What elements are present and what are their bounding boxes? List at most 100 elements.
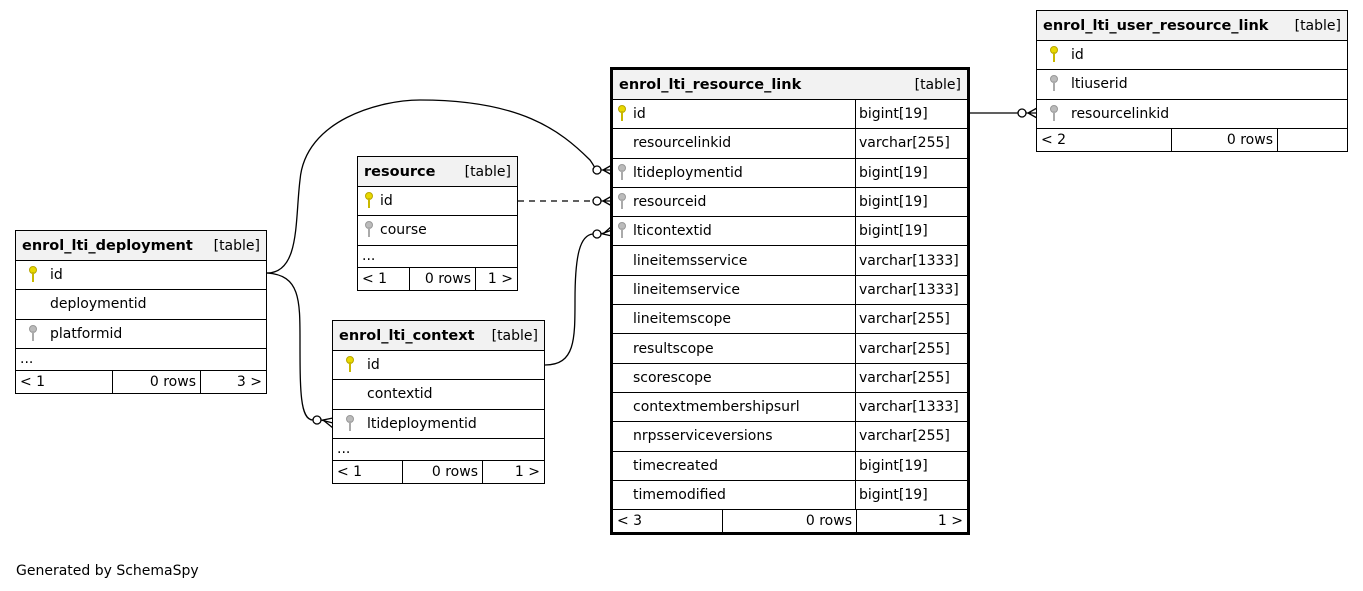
column-datatype: bigint[19] [855,451,967,480]
foreign-key-icon [29,324,37,343]
column-datatype: varchar[1333] [855,246,967,275]
foreign-key-icon [1050,104,1058,123]
column-name: resourcelinkid [633,135,732,152]
column-datatype: varchar[255] [855,422,967,451]
column-row[interactable]: nrpsserviceversions varchar[255] [613,422,967,452]
column-name: ltideploymentid [367,415,477,432]
parents-link[interactable]: < 3 [617,513,643,530]
column-name: scorescope [633,369,712,386]
link-end-circle [592,229,602,239]
column-name: id [1071,47,1084,64]
column-datatype: varchar[255] [855,334,967,363]
children-link[interactable] [1277,128,1347,151]
foreign-key-icon [618,193,626,211]
link-end-circle [592,165,602,175]
column-row[interactable]: lineitemscope varchar[255] [613,305,967,335]
column-row[interactable]: lineitemservice varchar[1333] [613,275,967,306]
link-end-circle [1017,108,1027,118]
column-name: deploymentid [50,296,147,313]
column-name: id [633,106,646,123]
column-row[interactable]: resourcelinkid [1037,100,1347,129]
primary-key-icon [1050,46,1058,64]
link-end-circle [592,196,602,206]
foreign-key-icon [1050,75,1058,93]
column-name: resourcelinkid [1071,105,1170,122]
table-type: [table] [1294,17,1341,34]
table-type: [table] [914,76,961,93]
row-count: 0 rows [402,460,482,483]
column-row[interactable]: id bigint[19] [613,100,967,130]
column-datatype: bigint[19] [855,187,967,217]
table-resource[interactable]: resource [table] id course ... < 1 0 row… [357,156,518,291]
parents-link[interactable]: < 1 [337,463,363,480]
link-crowfoot [320,417,334,429]
column-row[interactable]: deploymentid [16,290,266,320]
table-name: resource [364,163,436,180]
more-columns: ... [358,246,517,268]
column-datatype: varchar[1333] [855,275,967,305]
generated-by-label: Generated by SchemaSpy [16,563,199,579]
column-row[interactable]: id [16,261,266,291]
column-row[interactable]: contextid [333,380,544,410]
foreign-key-icon [365,221,373,239]
table-type: [table] [491,327,538,344]
column-name: platformid [50,325,123,342]
column-name: resourceid [633,194,707,211]
table-footer: < 2 0 rows [1037,128,1347,151]
column-name: ltideploymentid [633,164,743,181]
more-columns: ... [16,349,266,371]
children-link[interactable]: 1 > [475,267,517,290]
column-datatype: varchar[255] [855,305,967,334]
foreign-key-icon [618,222,626,240]
column-row[interactable]: ltiuserid [1037,70,1347,100]
table-footer: < 1 0 rows 1 > [333,460,544,483]
column-name: resultscope [633,340,714,357]
primary-key-icon [346,356,354,374]
column-name: id [380,193,393,210]
column-row[interactable]: course [358,216,517,246]
column-name: contextmembershipsurl [633,399,800,416]
table-enrol-lti-deployment[interactable]: enrol_lti_deployment [table] id deployme… [15,230,267,394]
parents-link[interactable]: < 1 [362,270,388,287]
column-name: id [367,357,380,374]
column-name: lineitemscope [633,311,731,328]
parents-link[interactable]: < 2 [1041,131,1067,148]
link-deployment-to-context [266,272,314,421]
parents-link[interactable]: < 1 [20,373,46,390]
column-row[interactable]: resultscope varchar[255] [613,334,967,364]
table-type: [table] [464,163,511,180]
column-name: nrpsserviceversions [633,428,773,445]
link-crowfoot [1026,107,1038,119]
table-enrol-lti-user-resource-link[interactable]: enrol_lti_user_resource_link [table] id … [1036,10,1348,152]
table-name: enrol_lti_user_resource_link [1043,17,1269,34]
column-row[interactable]: id [333,351,544,381]
table-footer: < 3 0 rows 1 > [613,510,967,533]
column-datatype: bigint[19] [855,217,967,246]
table-type: [table] [213,237,260,254]
column-row[interactable]: ltideploymentid [333,410,544,439]
table-footer: < 1 0 rows 1 > [358,267,517,290]
children-link[interactable]: 3 > [200,370,266,393]
column-name: lineitemservice [633,281,741,298]
column-row[interactable]: resourceid bigint[19] [613,187,967,218]
column-row[interactable]: id [1037,41,1347,71]
children-link[interactable]: 1 > [856,510,967,533]
column-datatype: bigint[19] [855,100,967,129]
column-row[interactable]: id [358,187,517,217]
table-footer: < 1 0 rows 3 > [16,370,266,393]
table-enrol-lti-context[interactable]: enrol_lti_context [table] id contextid l… [332,320,545,484]
column-row[interactable]: platformid [16,320,266,349]
table-name: enrol_lti_deployment [22,237,193,254]
column-name: ltiuserid [1071,76,1128,93]
table-header: enrol_lti_deployment [table] [16,231,266,261]
children-link[interactable]: 1 > [482,460,544,483]
